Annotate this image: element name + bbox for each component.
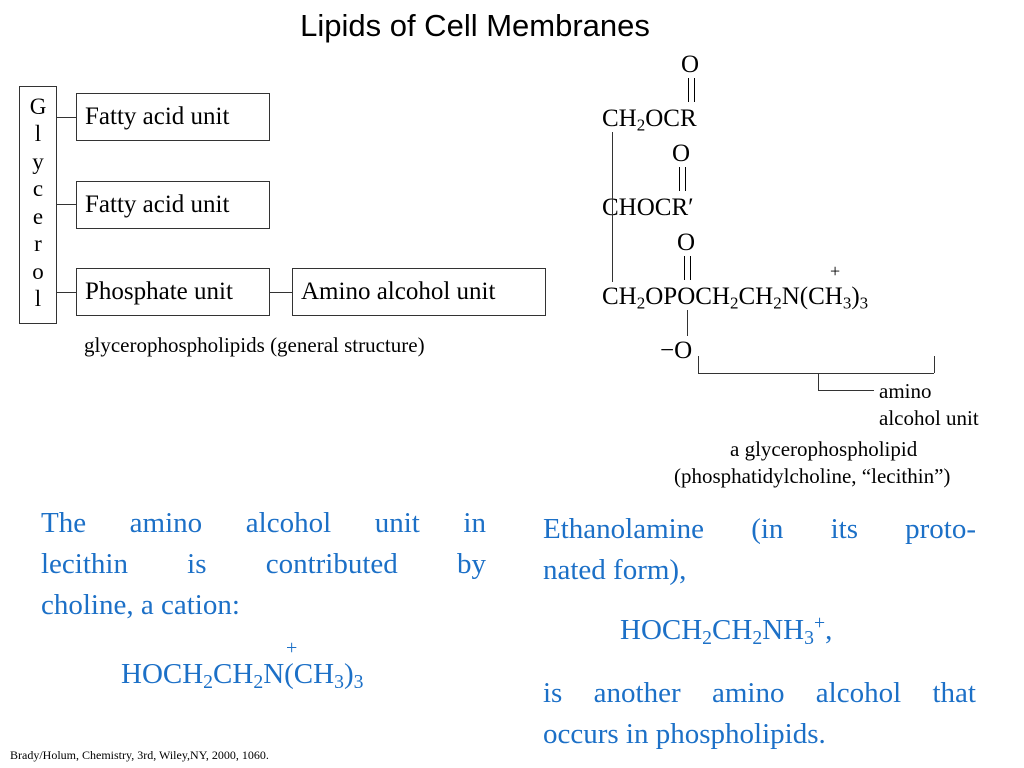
double-bond — [688, 78, 695, 102]
bracket — [934, 356, 935, 373]
lecithin-caption: a glycerophospholipid — [730, 437, 918, 461]
fatty-acid-unit-box: Fatty acid unit — [76, 181, 270, 229]
glycerol-letter: r — [34, 231, 42, 256]
ethanolamine-formula: HOCH2CH2NH3+, — [620, 612, 833, 649]
bracket — [698, 356, 699, 373]
phosphate-unit-box: Phosphate unit — [76, 268, 270, 316]
slide-title: Lipids of Cell Membranes — [300, 8, 650, 43]
general-structure-caption: glycerophospholipids (general structure) — [84, 333, 425, 357]
phosphate-single-bond — [687, 310, 688, 336]
bracket-pointer — [818, 390, 874, 391]
connector-line — [56, 292, 76, 293]
ethanolamine-paragraph: Ethanolamine (in its proto- nated form), — [543, 509, 976, 591]
amino-alcohol-label: amino — [879, 379, 932, 403]
bracket — [698, 373, 934, 374]
amino-alcohol-unit-box: Amino alcohol unit — [292, 268, 546, 316]
glycerol-letter: G — [29, 94, 47, 119]
glycerol-backbone-bond — [612, 132, 613, 282]
ammonium-charge: + — [830, 261, 841, 281]
lecithin-row-1: CH2OCR — [602, 105, 697, 135]
glycerol-letter: l — [34, 286, 42, 311]
paragraph-line: choline, a cation: — [41, 589, 240, 621]
lecithin-row-2: CHOCR′ — [602, 194, 694, 221]
citation: Brady/Holum, Chemistry, 3rd, Wiley,NY, 2… — [10, 748, 269, 762]
paragraph-line: Ethanolamine (in its proto- — [543, 513, 976, 545]
phosphate-anion-oxygen: −O — [660, 337, 693, 364]
fatty-acid-unit-box: Fatty acid unit — [76, 93, 270, 141]
lecithin-row-3: CH2OPOCH2CH2N(CH3)3 — [602, 283, 869, 313]
amino-alcohol-label: alcohol unit — [879, 406, 979, 430]
glycerol-letter: o — [32, 259, 44, 284]
connector-line — [270, 292, 292, 293]
phosphoryl-oxygen: O — [677, 229, 696, 256]
connector-line — [56, 117, 76, 118]
glycerol-letter: e — [32, 204, 44, 229]
paragraph-line: The amino alcohol unit in — [41, 507, 486, 539]
double-bond — [679, 167, 686, 191]
paragraph-line: nated form), — [543, 554, 687, 586]
carbonyl-oxygen-2: O — [672, 140, 691, 167]
bracket-pointer — [818, 374, 819, 390]
choline-paragraph: The amino alcohol unit in lecithin is co… — [41, 503, 486, 626]
glycerol-letter: y — [32, 149, 44, 174]
ethanolamine-paragraph-continued: is another amino alcohol that occurs in … — [543, 673, 976, 755]
choline-charge: + — [286, 637, 298, 659]
lecithin-caption: (phosphatidylcholine, “lecithin”) — [674, 464, 951, 488]
paragraph-line: lecithin is contributed by — [41, 548, 486, 580]
carbonyl-oxygen-1: O — [681, 51, 700, 78]
paragraph-line: is another amino alcohol that — [543, 677, 976, 709]
paragraph-line: occurs in phospholipids. — [543, 718, 826, 750]
glycerol-letter: c — [32, 176, 44, 201]
glycerol-letter: l — [34, 121, 42, 146]
glycerol-box: G l y c e r o l — [19, 86, 57, 324]
choline-formula: HOCH2CH2N(CH3)3 — [121, 658, 364, 693]
connector-line — [56, 204, 76, 205]
double-bond — [684, 256, 691, 280]
